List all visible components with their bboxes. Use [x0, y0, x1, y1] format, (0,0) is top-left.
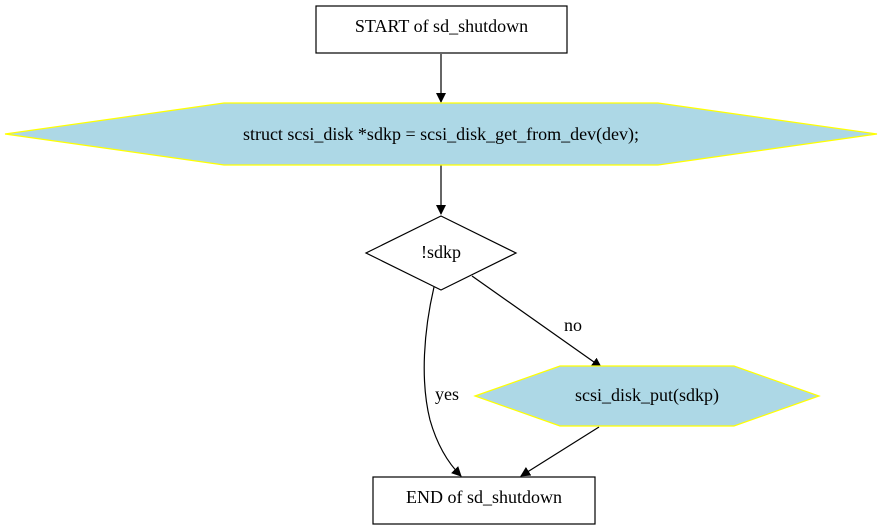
end-node	[372, 476, 596, 525]
edge-label-yes: yes	[435, 384, 459, 404]
start-node-label: START of sd_shutdown	[355, 16, 528, 36]
edge-label-no: no	[564, 315, 582, 335]
cond-node-label: !sdkp	[421, 242, 461, 262]
assign-node	[4, 102, 878, 166]
edge-cond-no-to-put	[471, 275, 602, 368]
edge-put-to-end	[520, 426, 600, 477]
end-node-label: END of sd_shutdown	[406, 487, 562, 507]
edge-cond-yes-to-end	[423, 286, 462, 477]
cond-node	[364, 215, 518, 291]
put-node-label: scsi_disk_put(sdkp)	[575, 385, 719, 406]
assign-node-label: struct scsi_disk *sdkp = scsi_disk_get_f…	[243, 124, 639, 145]
start-node	[315, 5, 568, 54]
put-node	[473, 365, 821, 427]
